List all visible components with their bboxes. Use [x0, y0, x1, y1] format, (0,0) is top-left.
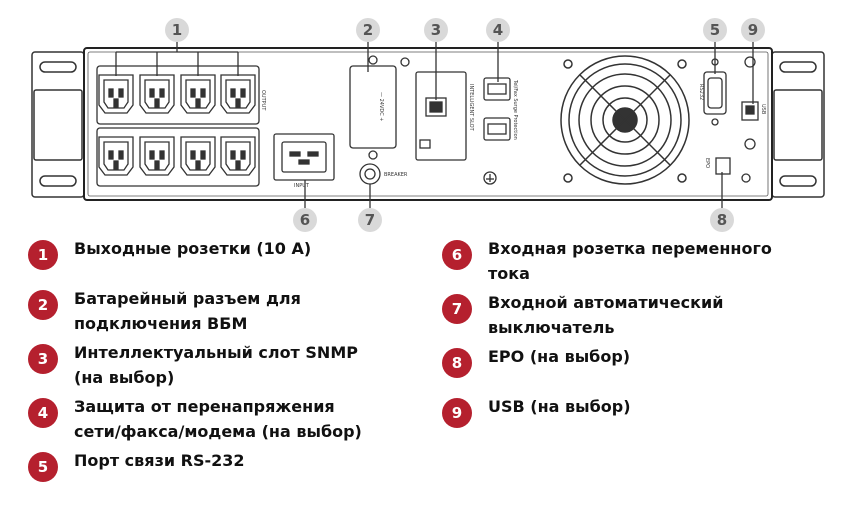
svg-text:3: 3: [431, 21, 441, 39]
legend-text: Порт связи RS-232: [74, 451, 245, 470]
usb-port: [741, 56, 759, 150]
svg-text:4: 4: [493, 21, 503, 39]
callout-4: 4: [486, 18, 510, 42]
svg-text:6: 6: [300, 211, 310, 229]
legend-text: Интеллектуальный слот SNMP (на выбор): [74, 343, 358, 387]
legend-item-2: 2 Батарейный разъем для подключения ВБМ: [28, 286, 334, 336]
input-label: INPUT: [294, 183, 310, 189]
callout-1: 1: [165, 18, 189, 42]
legend-item-1: 1 Выходные розетки (10 А): [28, 236, 374, 270]
input-socket: [273, 133, 335, 181]
svg-text:8: 8: [717, 211, 727, 229]
usb-label: USB: [760, 104, 766, 115]
output-label: OUTPUT: [260, 90, 266, 111]
legend-badge: 4: [28, 398, 58, 428]
legend-text: Защита от перенапряжения сети/факса/моде…: [74, 397, 362, 441]
callout-6: 6: [293, 208, 317, 232]
slot-label: INTELLIGENT SLOT: [468, 84, 474, 132]
epo-port: [715, 157, 751, 183]
battery-label: — 24VDC +: [378, 92, 384, 122]
intelligent-slot: [400, 57, 467, 161]
ups-chassis: [83, 47, 773, 201]
cooling-fan: [560, 55, 690, 185]
svg-text:2: 2: [363, 21, 373, 39]
callout-5: 5: [703, 18, 727, 42]
legend-item-8: 8 EPO (на выбор): [442, 344, 788, 378]
legend-item-5: 5 Порт связи RS-232: [28, 448, 374, 482]
breaker-label: BREAKER: [384, 172, 408, 178]
callout-7: 7: [358, 208, 382, 232]
ups-rear-panel-diagram: OUTPUT INPUT — 24VDC + BREAKER INTELLIGE…: [31, 18, 825, 232]
right-rack-ear: [771, 51, 825, 198]
callout-leaders: [115, 42, 754, 208]
surge-ports: [483, 77, 511, 185]
outlet-socket: [139, 136, 175, 176]
legend-item-4: 4 Защита от перенапряжения сети/факса/мо…: [28, 394, 374, 444]
legend-badge: 9: [442, 398, 472, 428]
legend-text: Батарейный разъем для подключения ВБМ: [74, 289, 301, 333]
left-rack-ear: [31, 51, 85, 198]
svg-text:1: 1: [172, 21, 182, 39]
rs232-label: RS232: [698, 84, 704, 100]
outlet-socket: [220, 136, 256, 176]
battery-connector: [349, 55, 397, 160]
legend: 1 Выходные розетки (10 А) 2 Батарейный р…: [0, 232, 846, 516]
legend-badge: 5: [28, 452, 58, 482]
outlet-sockets: [98, 74, 256, 176]
legend-badge: 7: [442, 294, 472, 324]
surge-label: Tel/Fax Surge Protection: [512, 79, 518, 140]
callout-3: 3: [424, 18, 448, 42]
outlet-socket: [180, 74, 216, 114]
outlet-socket: [220, 74, 256, 114]
legend-badge: 6: [442, 240, 472, 270]
legend-badge: 2: [28, 290, 58, 320]
output-outlets: [96, 65, 260, 187]
svg-text:7: 7: [365, 211, 375, 229]
legend-item-3: 3 Интеллектуальный слот SNMP (на выбор): [28, 340, 374, 390]
svg-text:9: 9: [748, 21, 758, 39]
legend-badge: 8: [442, 348, 472, 378]
outlet-socket: [98, 74, 134, 114]
legend-text: Входная розетка переменного тока: [488, 239, 772, 283]
callout-2: 2: [356, 18, 380, 42]
outlet-socket: [180, 136, 216, 176]
legend-badge: 3: [28, 344, 58, 374]
legend-text: USB (на выбор): [488, 397, 631, 416]
outlet-socket: [139, 74, 175, 114]
legend-item-6: 6 Входная розетка переменного тока: [442, 236, 788, 286]
callout-8: 8: [710, 208, 734, 232]
legend-text: Выходные розетки (10 А): [74, 239, 312, 258]
legend-text: Входной автоматический выключатель: [488, 293, 724, 337]
svg-text:5: 5: [710, 21, 720, 39]
epo-label: EPO: [704, 158, 710, 168]
legend-item-9: 9 USB (на выбор): [442, 394, 788, 428]
legend-badge: 1: [28, 240, 58, 270]
outlet-socket: [98, 136, 134, 176]
callout-9: 9: [741, 18, 765, 42]
legend-text: EPO (на выбор): [488, 347, 631, 366]
legend-item-7: 7 Входной автоматический выключатель: [442, 290, 748, 340]
